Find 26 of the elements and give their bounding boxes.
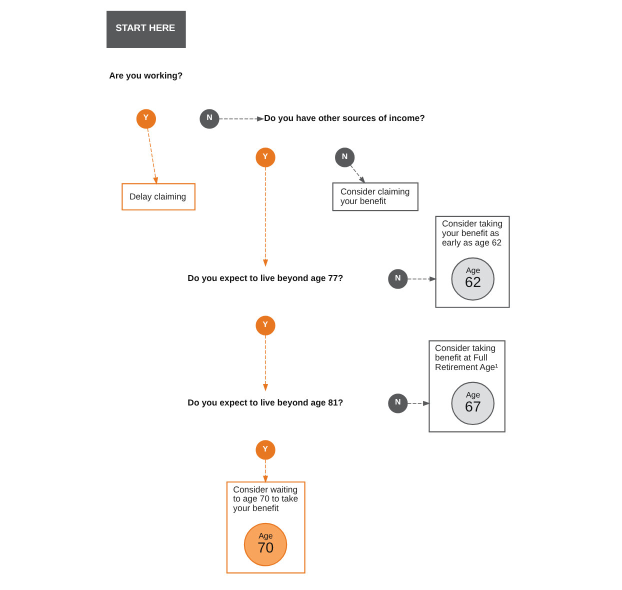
node-circle: N bbox=[388, 269, 408, 289]
node-box: Delay claiming bbox=[122, 183, 196, 210]
node-box: START HERE bbox=[106, 10, 186, 48]
node-circle: N bbox=[335, 148, 355, 168]
node-text: Do you expect to live beyond age 81? bbox=[188, 397, 344, 408]
node-text: Do you have other sources of income? bbox=[264, 112, 425, 123]
node-text: Do you expect to live beyond age 77? bbox=[188, 272, 344, 283]
node-circle: Age 67 bbox=[451, 382, 495, 426]
node-circle: Age 62 bbox=[451, 257, 495, 301]
node-circle: N bbox=[200, 109, 220, 129]
arrow bbox=[350, 164, 366, 184]
label: Are you working? bbox=[109, 70, 183, 80]
node-circle: Y bbox=[136, 109, 156, 129]
arrow bbox=[407, 400, 430, 406]
arrow bbox=[262, 334, 268, 392]
arrow bbox=[218, 116, 264, 122]
arrow bbox=[407, 276, 437, 282]
node-circle: Y bbox=[256, 148, 276, 168]
node-box: Consider claiming your benefit bbox=[332, 182, 418, 212]
arrow bbox=[262, 459, 268, 484]
node-circle: Y bbox=[256, 440, 276, 460]
node-circle: Age 70 bbox=[244, 522, 288, 566]
arrow bbox=[147, 128, 158, 185]
node-circle: Y bbox=[256, 316, 276, 336]
node-circle: N bbox=[388, 394, 408, 414]
arrow bbox=[262, 166, 268, 267]
